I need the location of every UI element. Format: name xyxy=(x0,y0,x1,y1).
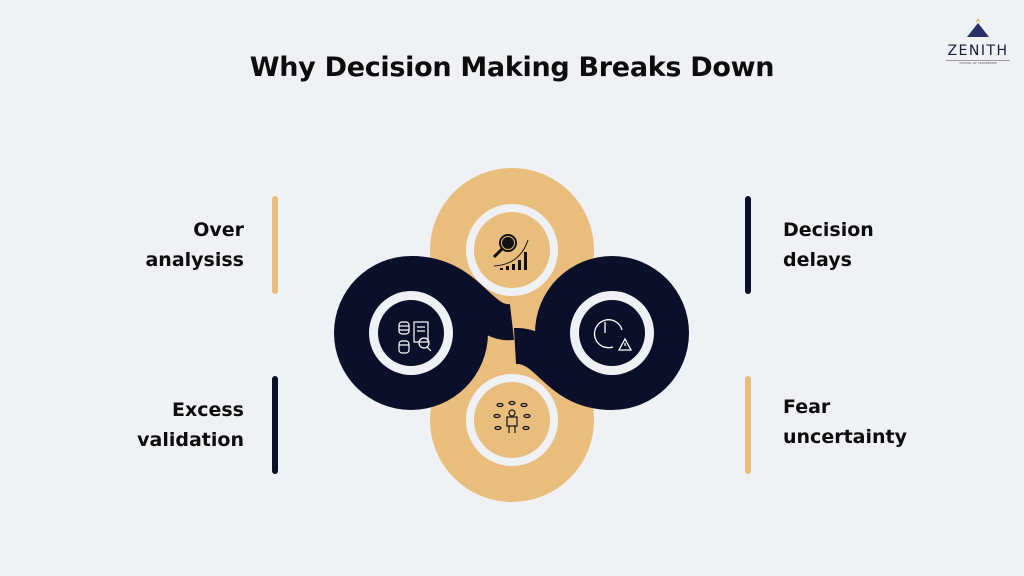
label-over-analysis: Over analysiss xyxy=(44,215,244,275)
label-excess-validation: Excess validation xyxy=(44,395,244,455)
zenith-logo: ZENITH SCHOOL OF LEADERSHIP xyxy=(938,16,1018,65)
label-fear-uncertainty: Fear uncertainty xyxy=(783,392,983,452)
clock-warning-icon xyxy=(593,319,633,351)
navy-divider-bar xyxy=(272,376,278,474)
gold-divider-bar xyxy=(745,376,751,474)
label-line: delays xyxy=(783,249,852,271)
mountain-logo-icon xyxy=(967,18,989,37)
label-line: Excess xyxy=(171,399,244,421)
navy-connector-upper xyxy=(409,256,515,341)
gold-divider-bar xyxy=(272,196,278,294)
label-line: uncertainty xyxy=(783,426,907,448)
label-line: analysiss xyxy=(145,249,244,271)
navy-divider-bar xyxy=(745,196,751,294)
label-line: validation xyxy=(137,429,244,451)
label-decision-delays: Decision delays xyxy=(783,215,983,275)
label-line: Decision xyxy=(783,219,874,241)
person-surrounded-eyes-icon xyxy=(493,400,531,433)
label-line: Over xyxy=(193,219,244,241)
label-line: Fear xyxy=(783,396,831,418)
logo-subtitle: SCHOOL OF LEADERSHIP xyxy=(946,60,1010,65)
navy-connector-lower xyxy=(513,328,614,410)
database-clipboard-icon xyxy=(398,321,432,354)
magnifier-chart-icon xyxy=(492,234,529,270)
logo-wordmark: ZENITH xyxy=(947,43,1009,59)
page-title: Why Decision Making Breaks Down xyxy=(249,52,775,83)
